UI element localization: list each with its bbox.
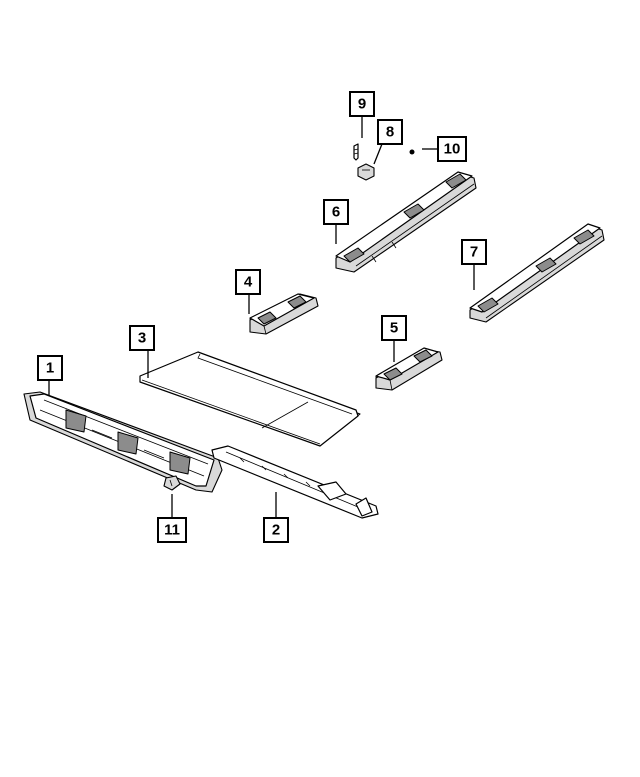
part-9-screw (353, 143, 359, 161)
callout-label-5: 5 (390, 320, 398, 337)
callout-6: 6 (323, 199, 349, 225)
callout-label-10: 10 (444, 141, 461, 158)
callout-label-1: 1 (46, 360, 54, 377)
callout-1: 1 (37, 355, 63, 381)
part-4-bracket (249, 293, 319, 335)
part-3-cover-panel (139, 351, 361, 447)
part-10-clip (409, 149, 415, 155)
callout-9: 9 (349, 91, 375, 117)
part-8-nut (357, 163, 375, 181)
part-5-bracket (375, 347, 443, 391)
part-11-clip (163, 475, 181, 491)
callout-label-3: 3 (138, 330, 146, 347)
callout-label-2: 2 (272, 522, 280, 539)
callout-7: 7 (461, 239, 487, 265)
callout-label-9: 9 (358, 96, 366, 113)
callout-label-4: 4 (244, 274, 253, 291)
callout-2: 2 (263, 517, 289, 543)
callout-label-7: 7 (470, 244, 478, 261)
part-6-bracket (335, 171, 477, 273)
callout-label-8: 8 (386, 124, 394, 141)
callout-label-6: 6 (332, 204, 340, 221)
callout-5: 5 (381, 315, 407, 341)
callout-10: 10 (437, 136, 467, 162)
part-2-bracket (211, 445, 379, 519)
leader-lines (48, 116, 475, 518)
callout-11: 11 (157, 517, 187, 543)
callout-label-11: 11 (164, 522, 180, 539)
part-7-bracket (469, 223, 605, 323)
callout-3: 3 (129, 325, 155, 351)
part-1-trim-panel (23, 391, 223, 493)
callout-8: 8 (377, 119, 403, 145)
callout-4: 4 (235, 269, 261, 295)
leader-8 (373, 143, 383, 165)
